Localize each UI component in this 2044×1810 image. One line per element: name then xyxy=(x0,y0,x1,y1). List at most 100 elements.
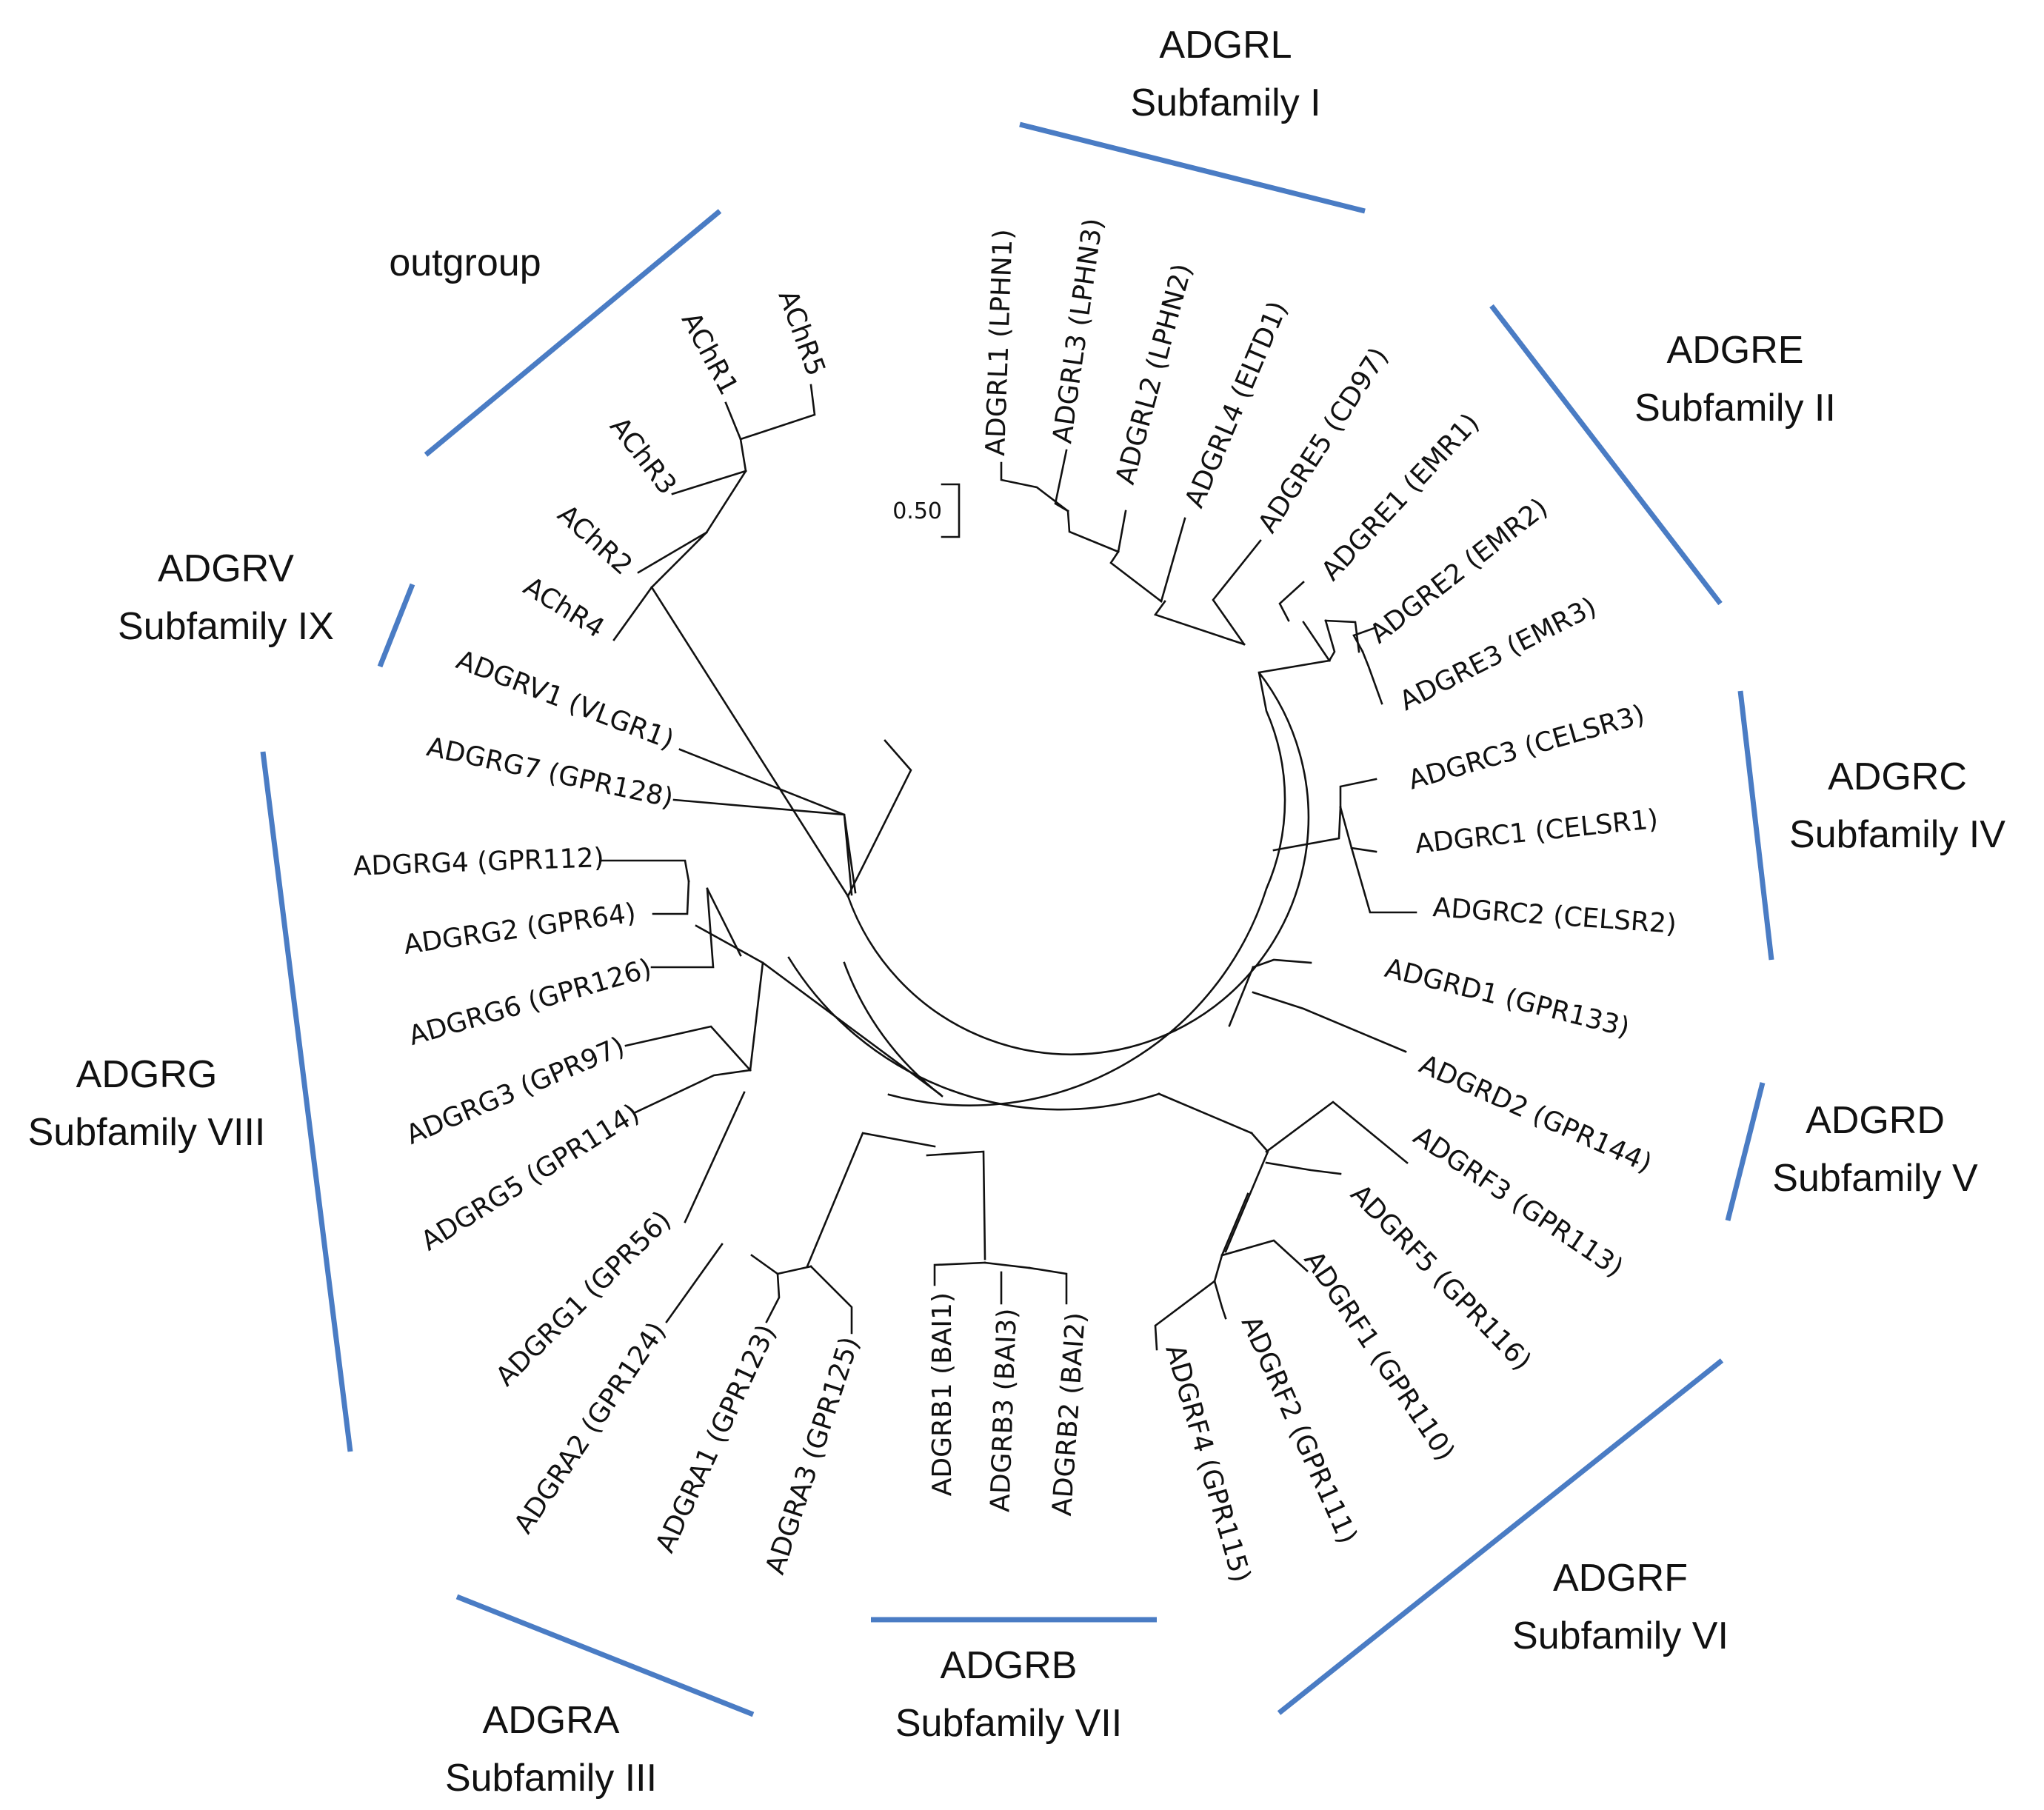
scale-bar-line xyxy=(941,483,961,538)
tip-label-adgrv1: ADGRV1 (VLGR1) xyxy=(452,645,678,756)
branch-adgra-root xyxy=(806,1132,936,1268)
branch-adgrf5 xyxy=(1265,1161,1342,1175)
branch-achr5 xyxy=(739,384,816,441)
branch-adgre1 xyxy=(1278,581,1305,622)
branch-adgrl3 xyxy=(1054,449,1069,512)
branch-adgra-sub xyxy=(750,1254,812,1275)
branch-adgre5 xyxy=(1212,539,1262,646)
branch-adgre3 xyxy=(1361,650,1383,705)
tip-label-adgrb2: ADGRB2 (BAI2) xyxy=(1047,1312,1092,1517)
branch-adgra2 xyxy=(665,1243,724,1323)
clade-bar-adgrd xyxy=(1725,1082,1766,1221)
clade-bar-adgrg xyxy=(260,751,353,1452)
clade-bars xyxy=(260,121,1774,1717)
branch-adgrd1 xyxy=(1252,958,1312,969)
tip-label-adgrl1: ADGRL1 (LPHN1) xyxy=(981,229,1019,457)
backbone-arc-outer xyxy=(787,956,1160,1111)
branch-adgrf-root xyxy=(1158,1092,1253,1135)
tip-label-adgrf4: ADGRF4 (GPR115) xyxy=(1159,1341,1256,1586)
tip-label-achr4: AChR4 xyxy=(518,571,609,644)
tip-label-adgrl4: ADGRL4 (ELTD1) xyxy=(1180,297,1294,512)
branch-achr-sub2 xyxy=(705,470,747,534)
branch-adgrv-clade xyxy=(846,739,912,898)
group-label-outgroup: outgroup xyxy=(389,241,541,284)
branch-achr2 xyxy=(637,531,708,574)
branch-adgrg7 xyxy=(672,798,857,894)
branch-adgrb1 xyxy=(933,1261,986,1286)
branch-adgrl4 xyxy=(1160,517,1186,603)
tip-label-adgrd1: ADGRD1 (GPR133) xyxy=(1382,953,1633,1043)
backbone-arc-inner xyxy=(846,672,1310,1106)
tip-label-adgrg4: ADGRG4 (GPR112) xyxy=(353,843,604,882)
tip-label-achr3: AChR3 xyxy=(604,412,682,501)
backbone-arc-mid xyxy=(843,961,943,1098)
tip-label-adgra3: ADGRA3 (GPR125) xyxy=(760,1333,865,1578)
tip-label-adgrc1: ADGRC1 (CELSR1) xyxy=(1414,804,1660,860)
branch-adgre-sub xyxy=(1324,619,1336,662)
branch-adgrg5 xyxy=(634,1069,752,1114)
branch-adgrl2 xyxy=(1117,510,1127,553)
branch-achr1 xyxy=(724,401,742,441)
clade-bar-adgra xyxy=(455,1594,755,1717)
tip-label-adgrl2: ADGRL2 (LPHN2) xyxy=(1110,261,1198,488)
branch-adgrb2 xyxy=(1028,1266,1068,1305)
branch-adgrf3 xyxy=(1265,1101,1409,1164)
branch-adgre2 xyxy=(1352,627,1376,653)
branch-adgrf-sub2 xyxy=(1220,1192,1249,1257)
branch-adgrb-root xyxy=(926,1150,986,1260)
clade-bar-adgrl xyxy=(1019,121,1366,214)
branch-outgroup-root xyxy=(650,586,849,898)
scale-bar-label: 0.50 xyxy=(892,498,942,524)
tip-label-adgrf2: ADGRF2 (GPR111) xyxy=(1235,1312,1363,1549)
tip-label-adgrg2: ADGRG2 (GPR64) xyxy=(402,898,638,961)
branch-adgrd-root xyxy=(1228,966,1255,1027)
branch-adgrc3 xyxy=(1339,778,1377,809)
tip-label-adgrb3: ADGRB3 (BAI3) xyxy=(985,1308,1023,1513)
tip-label-adgrb1: ADGRB1 (BAI1) xyxy=(927,1292,958,1496)
branch-achr3 xyxy=(671,470,747,495)
tip-label-adgrl3: ADGRL3 (LPHN3) xyxy=(1047,216,1109,445)
branch-adgrl-sub2 xyxy=(1066,510,1120,553)
branch-adgre-root xyxy=(1258,621,1332,674)
clade-bar-adgrf xyxy=(1277,1358,1724,1715)
branch-adgrf-sub3 xyxy=(1213,1254,1223,1283)
branch-adgrf2 xyxy=(1213,1280,1227,1320)
branch-adgrv1 xyxy=(678,748,853,896)
tip-label-achr1: AChR1 xyxy=(675,307,744,400)
tip-label-adgrc2: ADGRC2 (CELSR2) xyxy=(1432,892,1677,940)
branch-achr4 xyxy=(612,586,653,641)
clade-bar-outgroup xyxy=(424,209,722,457)
tip-label-achr5: AChR5 xyxy=(772,286,832,380)
branch-adgrl-sub xyxy=(1109,550,1163,603)
branch-achr-sub1 xyxy=(650,531,708,589)
branch-adgrb-sub xyxy=(983,1261,1031,1269)
branch-adgrf4 xyxy=(1154,1280,1216,1351)
branch-adgrg3 xyxy=(624,1025,752,1072)
tree-branches xyxy=(600,384,1417,1351)
branch-adgrf1 xyxy=(1220,1239,1309,1272)
tip-label-adgra1: ADGRA1 (GPR123) xyxy=(650,1320,782,1557)
clade-bar-adgrc xyxy=(1737,690,1774,961)
clade-bar-adgre xyxy=(1489,304,1723,606)
branch-adgrg2 xyxy=(652,880,690,915)
branch-adgra3 xyxy=(809,1265,853,1335)
branch-adgrc-root xyxy=(1272,806,1342,852)
branch-adgrc1 xyxy=(1350,846,1377,853)
branch-adgrg4 xyxy=(600,859,690,883)
branch-adgrc2 xyxy=(1350,846,1417,914)
branch-adgrg-sub xyxy=(706,887,742,957)
branch-adgrg6 xyxy=(650,887,715,969)
branch-achr-sub3 xyxy=(739,438,747,472)
branch-adgrc-sub xyxy=(1339,806,1353,849)
branch-adgrl-root xyxy=(1153,600,1246,646)
tip-label-adgrc3: ADGRC3 (CELSR3) xyxy=(1405,699,1648,795)
branch-adgrg-sub2 xyxy=(749,961,764,1072)
